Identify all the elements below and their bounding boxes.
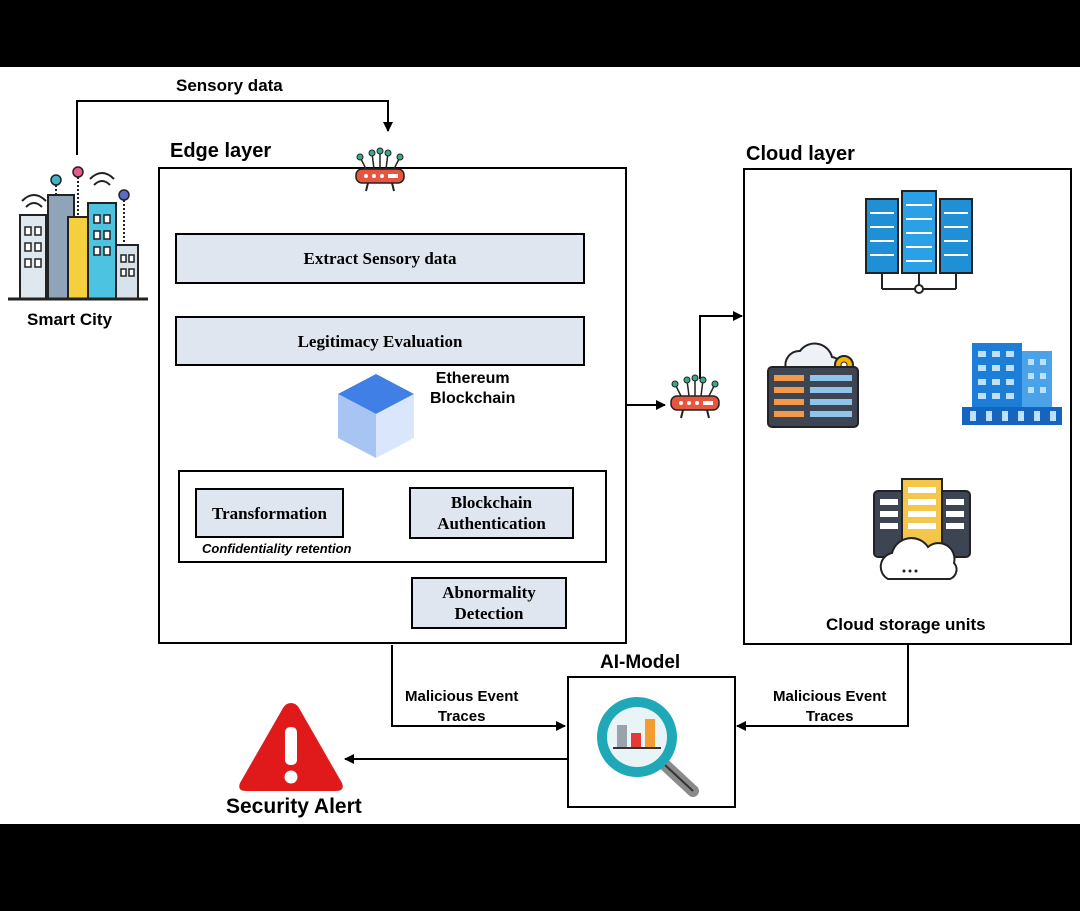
malicious-event-traces-right: Malicious Event Traces <box>773 688 887 725</box>
transformation-box: Transformation <box>195 488 344 538</box>
server-rack-icon <box>865 190 973 294</box>
router-icon <box>670 374 720 419</box>
warning-triangle-icon <box>239 703 343 791</box>
confidentiality-retention-label: Confidentiality retention <box>202 541 352 556</box>
router-icon <box>355 147 405 192</box>
legitimacy-evaluation-box: Legitimacy Evaluation <box>175 316 585 366</box>
cloud-storage-icon <box>873 478 971 580</box>
malicious-event-traces-left: Malicious Event Traces <box>405 688 519 725</box>
office-building-icon <box>962 343 1062 425</box>
cloud-storage-units-label: Cloud storage units <box>826 615 986 634</box>
edge-layer-title: Edge layer <box>170 140 272 162</box>
security-alert-label: Security Alert <box>226 795 362 818</box>
abnormality-detection-box: Abnormality Detection <box>411 577 567 629</box>
extract-sensory-data-box: Extract Sensory data <box>175 233 585 284</box>
ai-model-title: AI-Model <box>600 652 681 673</box>
blockchain-authentication-box: Blockchain Authentication <box>409 487 574 539</box>
smart-city-label: Smart City <box>27 310 113 329</box>
blockchain-cube-icon <box>338 374 414 458</box>
sensory-data-label: Sensory data <box>176 76 283 95</box>
smart-city-icon <box>8 166 148 301</box>
cloud-layer-title: Cloud layer <box>746 143 855 165</box>
cloud-server-gear-icon <box>767 342 859 428</box>
architecture-diagram: Extract Sensory data Legitimacy Evaluati… <box>0 67 1080 824</box>
ethereum-blockchain-label: Ethereum Blockchain <box>430 370 516 407</box>
magnifier-chart-icon <box>597 697 699 797</box>
